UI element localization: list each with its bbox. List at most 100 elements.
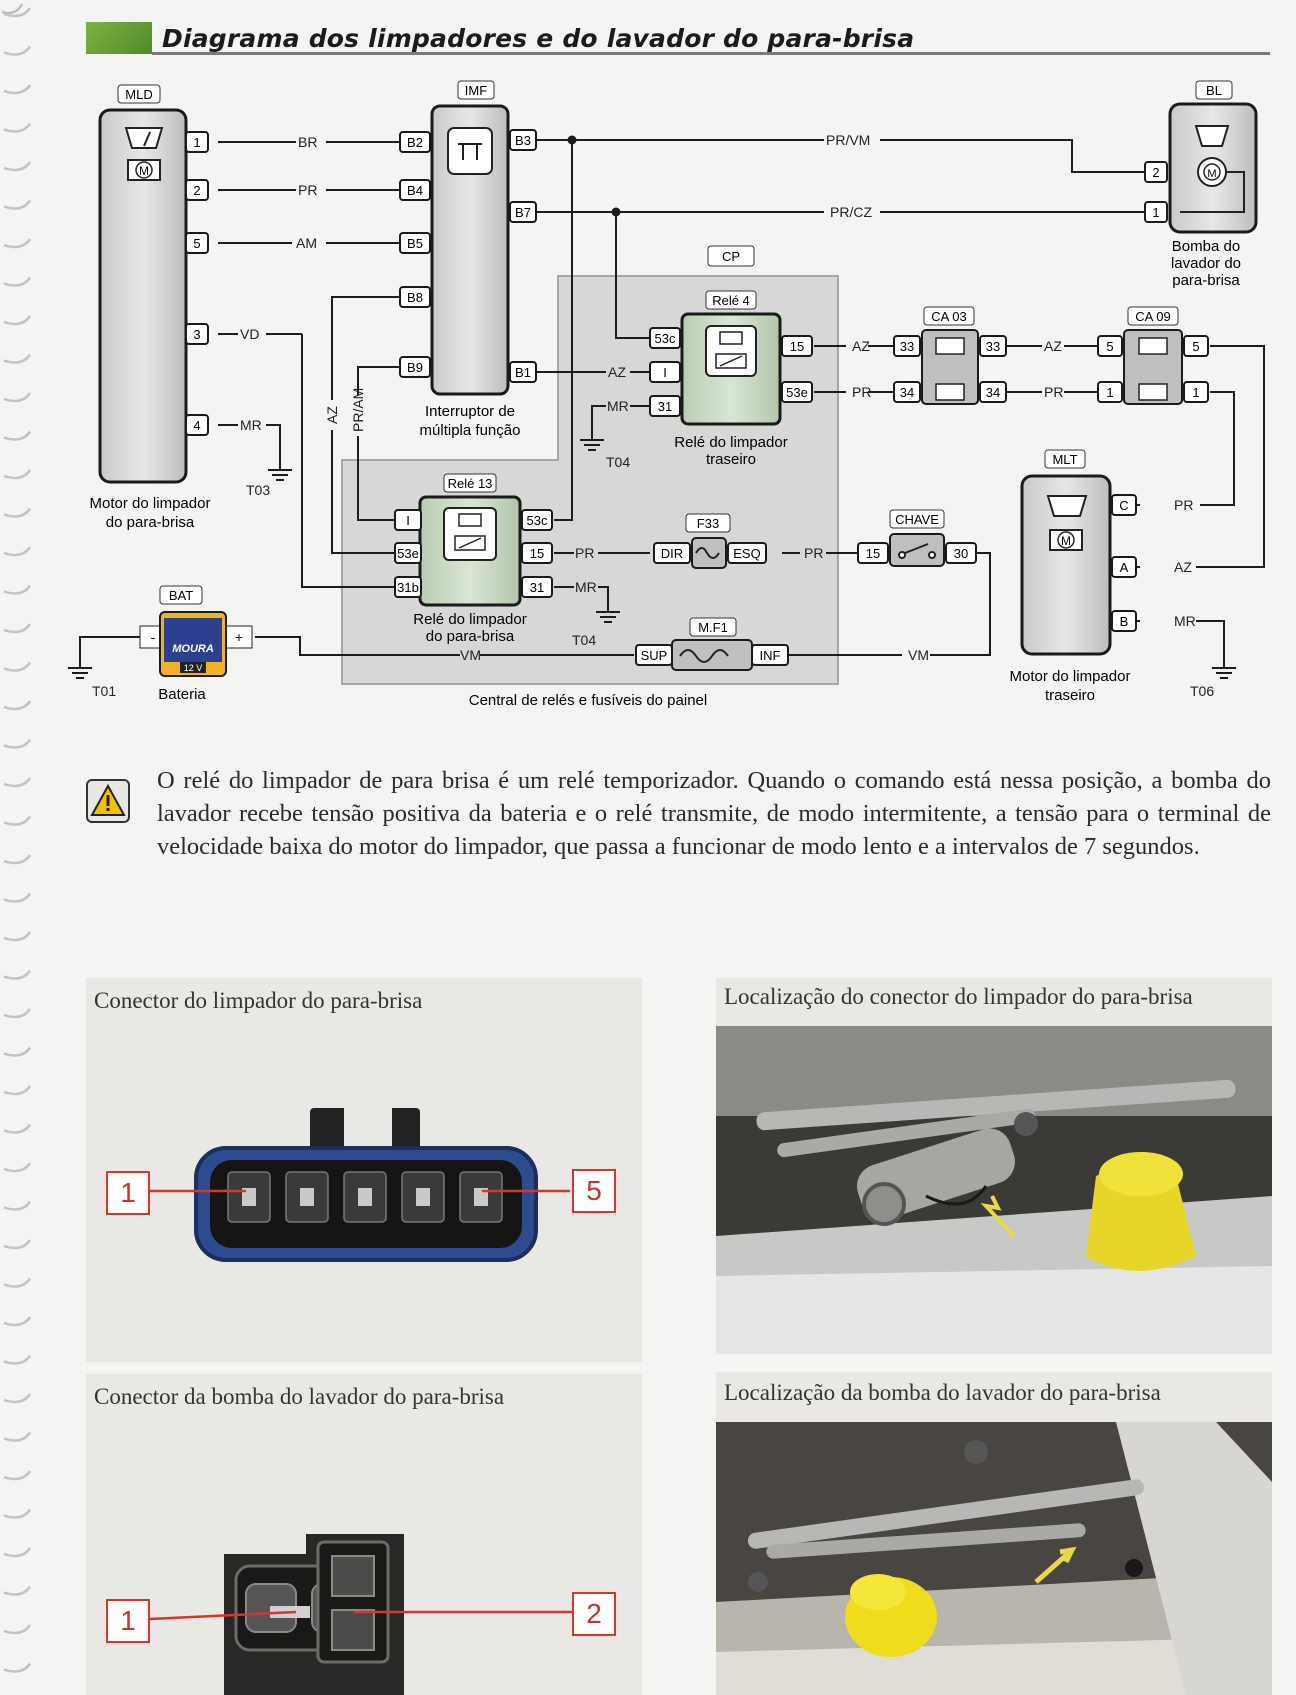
pin-label: 1 (1152, 205, 1159, 220)
pin-terminal: B9 (399, 356, 431, 378)
wire-labels: BR PR AM VD MR PR/VM PR/CZ AZ MR AZ PR A… (240, 132, 1196, 663)
pin-label: 30 (954, 546, 968, 561)
photo-panel: Conector da bomba do lavador do para-bri… (86, 1374, 642, 1695)
cp-tag: CP (722, 249, 740, 264)
mlt-label: Motor do limpador (1010, 668, 1131, 685)
pin-label: 31 (530, 580, 544, 595)
pin-label: I (663, 365, 667, 380)
wiper-connector-photo (150, 1108, 570, 1262)
wire-az: AZ (852, 338, 870, 354)
cp-tag-box (707, 245, 755, 267)
pin-terminal: 53e (394, 542, 422, 564)
pin-terminal: 5 (1097, 335, 1123, 357)
pin-terminal: 2 (1144, 161, 1168, 183)
bat-tag: BAT (169, 588, 193, 603)
ground-symbols (68, 439, 1236, 679)
wire-az: AZ (1044, 338, 1062, 354)
pin-terminal: 33 (893, 335, 921, 357)
wire-pr: PR (804, 545, 823, 561)
wire-vm: VM (908, 647, 929, 663)
note-paragraph: O relé do limpador de para brisa é um re… (157, 767, 1271, 860)
pin-terminal: B1 (509, 361, 537, 383)
pin-label: B5 (407, 236, 423, 251)
callout-pin-1: 1 (106, 1171, 150, 1215)
pin-label: INF (760, 648, 781, 663)
pin-terminal: B8 (399, 286, 431, 308)
bat-pos: + (235, 629, 243, 645)
wire-pr: PR (1174, 497, 1193, 513)
pin-label: B1 (515, 365, 531, 380)
pin-terminal: 34 (893, 381, 921, 403)
wire-vd: VD (240, 326, 259, 342)
wire-az-vertical: AZ (324, 406, 340, 424)
wire-az: AZ (1174, 559, 1192, 575)
pin-terminal: 31 (521, 576, 553, 598)
bl-label: para-brisa (1172, 272, 1240, 289)
pin-label: B9 (407, 360, 423, 375)
bl-label: Bomba do (1172, 238, 1240, 255)
fuse-icon (695, 547, 720, 559)
pin-label: 53c (655, 331, 676, 346)
wire-mr: MR (607, 398, 629, 414)
rele13-label: Relé do limpador (413, 611, 526, 628)
pin-label: B2 (407, 135, 423, 150)
wiper-symbol-icon (124, 127, 164, 149)
warning-icon (86, 779, 130, 823)
pin-terminal: 1 (1183, 381, 1209, 403)
pin-label: 34 (900, 385, 914, 400)
ground-t03: T03 (246, 482, 270, 498)
pin-label: 33 (986, 339, 1000, 354)
photo-title: Conector da bomba do lavador do para-bri… (94, 1384, 505, 1409)
pin-label: DIR (661, 546, 683, 561)
section-header: Diagrama dos limpadores e do lavador do … (86, 22, 1270, 55)
pin-terminal: 31 (649, 395, 681, 417)
wire-mr: MR (575, 579, 597, 595)
wire-prvm: PR/VM (826, 132, 870, 148)
pin-terminal: 4 (185, 414, 209, 436)
callout-pin-5: 5 (572, 1169, 616, 1213)
pin-terminal: A (1111, 556, 1137, 578)
wire-am: AM (296, 235, 317, 251)
pin-terminal: DIR (653, 542, 691, 564)
f33-tag: F33 (697, 516, 719, 531)
ca03-component: CA 03 (921, 306, 979, 405)
pin-label: 3 (193, 327, 200, 342)
pin-terminal: ESQ (727, 542, 767, 564)
wire-pr: PR (1044, 384, 1063, 400)
bat-neg: - (151, 629, 156, 645)
bat-label: Bateria (158, 686, 206, 703)
imf-label: Interruptor de (425, 403, 515, 420)
motor-icon: M (1061, 534, 1071, 548)
photo-panel: Conector do limpador do para-brisa 1 5 (86, 978, 642, 1362)
mlt-component: MLT M Motor do limpador traseiro (1010, 449, 1131, 704)
chave-switch: CHAVE (889, 509, 945, 567)
rele4-label: traseiro (706, 451, 756, 468)
pin-label: B3 (515, 133, 531, 148)
pin-terminal: SUP (635, 644, 673, 666)
pin-terminal: 31b (394, 576, 422, 598)
pin-label: A (1120, 560, 1129, 575)
pin-terminal: 15 (521, 542, 553, 564)
ca09-tag: CA 09 (1135, 309, 1170, 324)
ground-t04: T04 (606, 454, 630, 470)
mld-label: do para-brisa (106, 514, 195, 531)
wire-pr: PR (575, 545, 594, 561)
pin-label: 15 (790, 339, 804, 354)
pin-label: 53e (786, 385, 808, 400)
pin-label: 5 (1106, 339, 1113, 354)
pin-label: B7 (515, 205, 531, 220)
imf-label: múltipla função (420, 422, 521, 439)
mlt-tag: MLT (1052, 452, 1077, 467)
page-title: Diagrama dos limpadores e do lavador do … (162, 24, 915, 53)
wiper-location-photo (716, 1026, 1272, 1354)
pin-label: 5 (193, 236, 200, 251)
imf-tag: IMF (465, 83, 487, 98)
pin-terminal: 15 (781, 335, 813, 357)
ground-t06: T06 (1190, 683, 1214, 699)
pin-label: B (1120, 614, 1129, 629)
pin-label: 5 (1192, 339, 1199, 354)
wire-pr: PR (852, 384, 871, 400)
wire-mr: MR (1174, 613, 1196, 629)
ca09-component: CA 09 (1123, 306, 1183, 405)
